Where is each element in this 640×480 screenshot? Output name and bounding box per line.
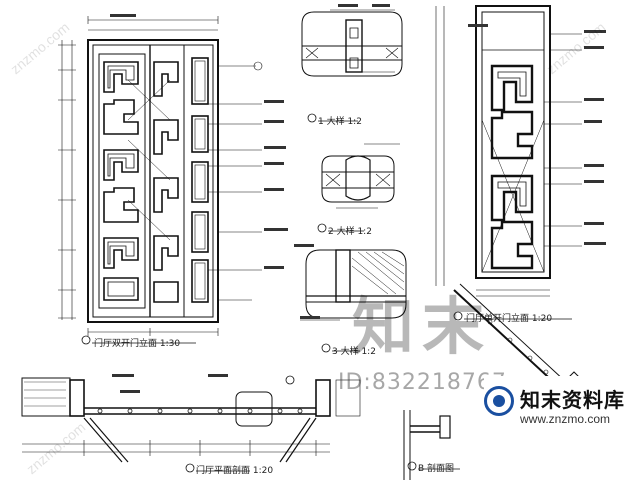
caption-side-elevation: 门厅单开门立面 1:20: [466, 314, 553, 324]
caption-detail-2: 2 大样 1:2: [328, 227, 372, 237]
plan-section: [21, 375, 361, 473]
brand-mark-icon: [484, 386, 514, 416]
watermark-id: ID:832218767: [338, 370, 507, 395]
detail-3: [300, 249, 407, 353]
caption-plan-section: 门厅平面剖面 1:20: [196, 466, 274, 476]
cad-text-marks: [110, 4, 606, 393]
door-swing: [453, 283, 584, 389]
detail-1: [301, 9, 403, 123]
brand-name: 知末资料库: [520, 388, 625, 412]
caption-detail-3: 3 大样 1:2: [332, 347, 376, 357]
detail-2: [317, 143, 400, 233]
watermark-logo-text: 知末: [352, 290, 493, 363]
main-door-elevation: [58, 16, 263, 345]
side-door-elevation: [435, 5, 582, 321]
brand-site: www.znzmo.com: [520, 412, 611, 426]
caption-section-b: B 剖面图: [418, 464, 455, 474]
caption-main-elevation: 门厅双开门立面 1:30: [94, 339, 181, 349]
brand-logo: 知末资料库 www.znzmo.com: [484, 376, 640, 480]
section-b: [403, 410, 460, 480]
caption-detail-1: 1 大样 1:2: [318, 117, 362, 127]
